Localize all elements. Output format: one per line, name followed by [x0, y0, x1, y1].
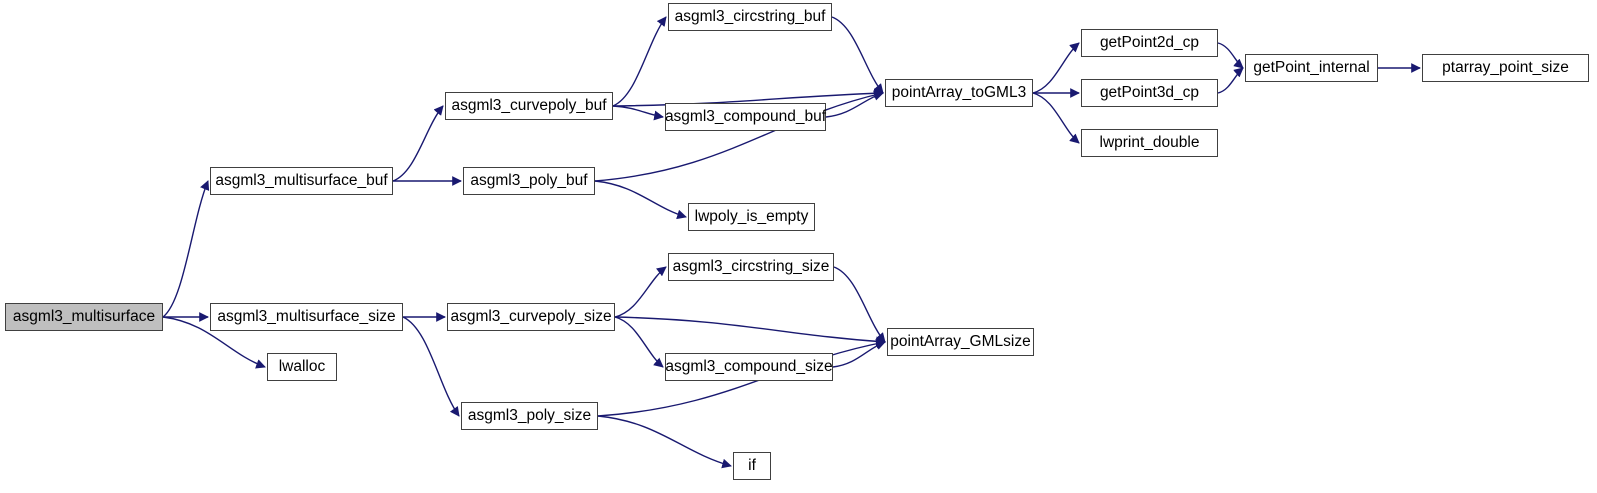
graph-node-asgml3_circstring_buf[interactable]: asgml3_circstring_buf [668, 3, 832, 31]
graph-node-ptarray_point_size[interactable]: ptarray_point_size [1422, 54, 1589, 82]
graph-node-pointArray_toGML3[interactable]: pointArray_toGML3 [885, 79, 1033, 107]
graph-node-label: asgml3_curvepoly_buf [451, 97, 607, 115]
graph-edge-getPoint3d_cp-to-getPoint_internal [1217, 67, 1244, 94]
graph-node-lwpoly_is_empty[interactable]: lwpoly_is_empty [688, 203, 815, 231]
graph-node-asgml3_compound_buf[interactable]: asgml3_compound_buf [665, 103, 826, 131]
graph-edge-asgml3_poly_size-to-if [597, 415, 732, 469]
graph-edge-asgml3_circstring_size-to-pointArray_GMLsize [833, 266, 886, 343]
graph-node-getPoint3d_cp[interactable]: getPoint3d_cp [1081, 79, 1218, 107]
graph-node-asgml3_curvepoly_buf[interactable]: asgml3_curvepoly_buf [445, 92, 613, 120]
graph-node-label: pointArray_GMLsize [890, 333, 1031, 351]
graph-node-label: asgml3_circstring_size [672, 258, 830, 276]
graph-node-label: asgml3_curvepoly_size [450, 308, 612, 326]
graph-node-label: asgml3_multisurface_buf [215, 172, 388, 190]
graph-node-getPoint2d_cp[interactable]: getPoint2d_cp [1081, 29, 1218, 57]
graph-node-label: lwalloc [278, 358, 326, 376]
graph-edge-asgml3_compound_buf-to-pointArray_toGML3 [825, 91, 884, 118]
graph-node-label: asgml3_compound_size [665, 358, 833, 376]
graph-node-label: pointArray_toGML3 [891, 84, 1027, 102]
graph-node-asgml3_multisurface_buf[interactable]: asgml3_multisurface_buf [210, 167, 393, 195]
graph-node-label: asgml3_multisurface_size [217, 308, 396, 326]
graph-node-asgml3_circstring_size[interactable]: asgml3_circstring_size [668, 253, 834, 281]
graph-node-label: lwprint_double [1099, 134, 1200, 152]
graph-edge-pointArray_toGML3-to-lwprint_double [1032, 92, 1080, 144]
graph-node-asgml3_poly_size[interactable]: asgml3_poly_size [461, 402, 598, 430]
graph-edge-asgml3_multisurface_buf-to-asgml3_curvepoly_buf [392, 105, 444, 182]
graph-node-label: if [748, 457, 756, 475]
graph-node-lwprint_double[interactable]: lwprint_double [1081, 129, 1218, 157]
graph-node-asgml3_multisurface_size[interactable]: asgml3_multisurface_size [210, 303, 403, 331]
graph-edge-asgml3_curvepoly_size-to-asgml3_compound_size [614, 316, 664, 368]
graph-edge-asgml3_compound_size-to-pointArray_GMLsize [832, 340, 886, 368]
graph-node-pointArray_GMLsize[interactable]: pointArray_GMLsize [887, 328, 1034, 356]
graph-edge-asgml3_multisurface_size-to-asgml3_poly_size [402, 316, 460, 417]
graph-node-label: getPoint3d_cp [1099, 84, 1200, 102]
graph-edge-getPoint2d_cp-to-getPoint_internal [1217, 42, 1244, 69]
graph-edge-asgml3_curvepoly_size-to-asgml3_circstring_size [614, 266, 667, 318]
graph-edge-asgml3_multisurface-to-asgml3_multisurface_buf [162, 180, 210, 318]
graph-node-lwalloc[interactable]: lwalloc [267, 353, 337, 381]
graph-node-label: asgml3_multisurface [12, 308, 156, 326]
graph-node-label: getPoint2d_cp [1099, 34, 1200, 52]
graph-edge-asgml3_curvepoly_buf-to-asgml3_compound_buf [612, 105, 664, 121]
graph-node-label: ptarray_point_size [1442, 59, 1569, 77]
graph-edge-asgml3_curvepoly_buf-to-asgml3_circstring_buf [612, 16, 667, 107]
graph-node-getPoint_internal[interactable]: getPoint_internal [1245, 54, 1378, 82]
graph-node-asgml3_compound_size[interactable]: asgml3_compound_size [665, 353, 833, 381]
graph-edge-asgml3_curvepoly_size-to-pointArray_GMLsize [614, 316, 886, 347]
graph-edge-asgml3_circstring_buf-to-pointArray_toGML3 [831, 16, 884, 94]
graph-node-label: getPoint_internal [1253, 59, 1370, 77]
graph-node-asgml3_curvepoly_size[interactable]: asgml3_curvepoly_size [447, 303, 615, 331]
graph-node-label: asgml3_poly_buf [470, 172, 588, 190]
graph-node-label: asgml3_poly_size [467, 407, 592, 425]
graph-node-asgml3_multisurface[interactable]: asgml3_multisurface [5, 303, 163, 331]
graph-node-label: lwpoly_is_empty [694, 208, 809, 226]
graph-node-label: asgml3_circstring_buf [674, 8, 826, 26]
graph-node-if[interactable]: if [733, 452, 771, 480]
graph-edge-asgml3_poly_buf-to-lwpoly_is_empty [594, 180, 687, 220]
graph-edge-pointArray_toGML3-to-getPoint2d_cp [1032, 42, 1080, 94]
graph-node-label: asgml3_compound_buf [664, 108, 827, 126]
graph-node-asgml3_poly_buf[interactable]: asgml3_poly_buf [463, 167, 595, 195]
